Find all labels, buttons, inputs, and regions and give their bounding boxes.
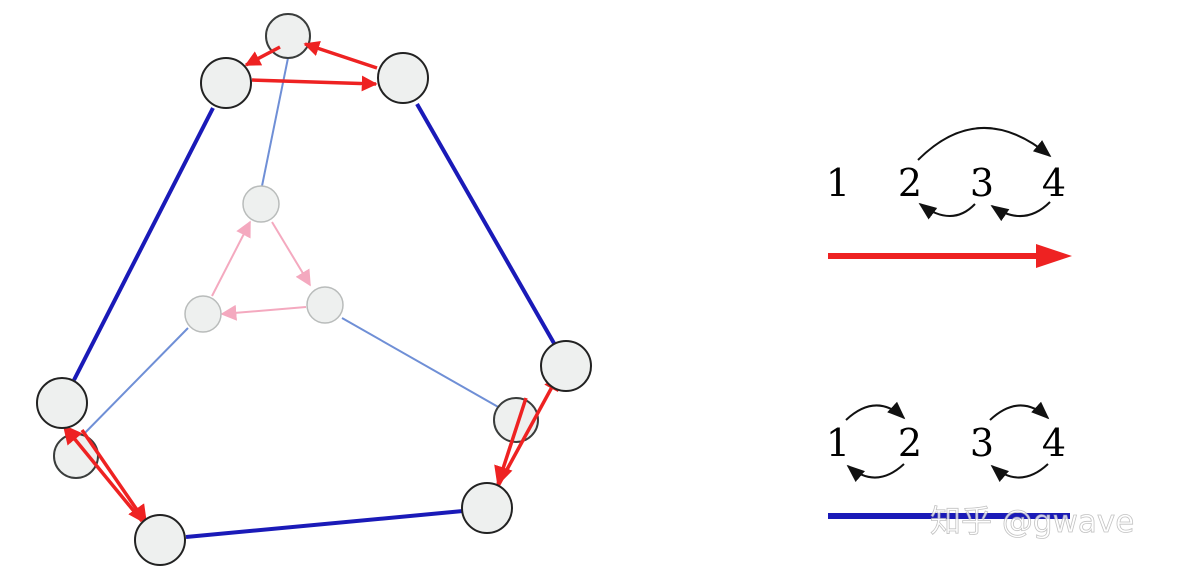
legend-top-label-3: 3 [970,161,994,205]
node-inner-right [306,286,344,324]
legend-bottom-label-2: 2 [898,421,922,465]
node-inner-top [242,185,280,223]
legend-top-label-1: 1 [826,161,850,205]
legend-bottom-label-3: 3 [970,421,994,465]
swap-arrow-3-2 [918,202,976,220]
node-inner-left [184,295,222,333]
edge-back-right [341,317,501,409]
legend-bottom-label-1: 1 [826,421,850,465]
node-bottom-left [134,514,186,566]
node-right [540,340,592,392]
swap-arrow-2-1 [846,463,905,483]
watermark: 知乎 @gwave [930,504,1134,540]
swap-arrow-4-3b [990,463,1049,483]
node-bottom-right [461,482,513,534]
node-top-right [377,52,429,104]
legend-top: 1 2 3 4 [826,127,1072,268]
pink-arrow-3 [211,220,251,297]
legend-top-label-2: 2 [898,161,922,205]
red-arrow-left-2 [80,429,148,525]
edge-outer-left [72,107,215,381]
swap-arrow-3-4 [989,401,1050,421]
graph [36,13,592,566]
swap-arrow-2-4 [917,127,1052,161]
node-back-right [493,397,539,443]
edge-outer-right [415,103,557,346]
legend-bottom: 1 2 3 4 [826,401,1070,519]
legend-top-arrowhead [1036,244,1072,268]
red-arrow-top-1 [244,45,281,67]
legend-top-label-4: 4 [1042,161,1066,205]
edge-back-top [261,57,289,187]
edge-back-left [75,327,189,443]
node-top-left [200,57,252,109]
red-arrow-top-3 [251,75,378,92]
pink-arrow-1 [271,221,311,287]
pink-arrow-2 [220,304,307,321]
swap-arrow-4-3 [990,201,1051,222]
legend-bottom-label-4: 4 [1042,421,1066,465]
swap-arrow-1-2 [845,401,906,421]
red-arrow-right-2 [494,397,528,486]
edge-outer-bottom [185,509,464,539]
red-arrow-top-2 [303,41,378,70]
node-left [36,377,88,429]
